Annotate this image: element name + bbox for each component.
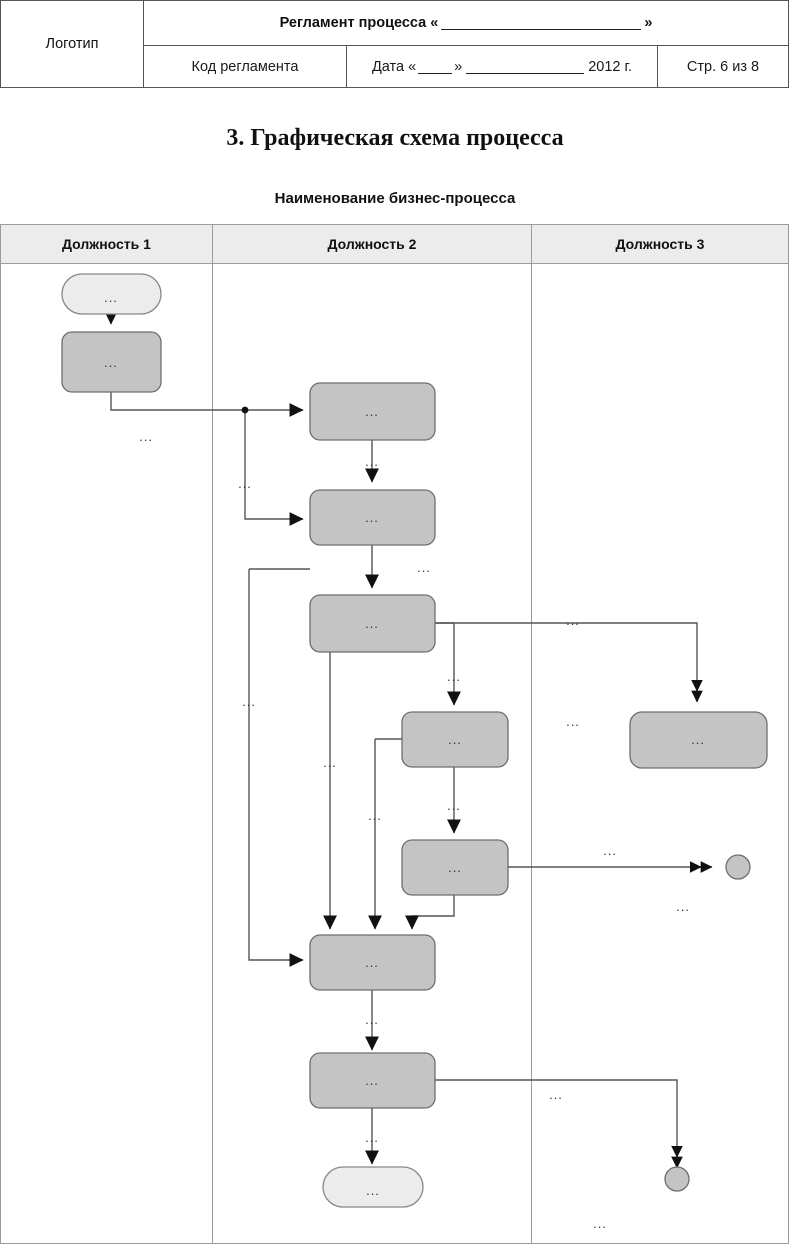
lane-title-1: Должность 1 [62, 236, 151, 252]
node-task-5-label: ... [448, 732, 462, 747]
connector-label-14: ... [365, 1012, 379, 1027]
date-cell: Дата « » 2012 г. [347, 46, 658, 87]
document-header-table: Логотип Регламент процесса « » Код регла… [0, 0, 789, 88]
date-day-blank-field[interactable] [418, 60, 453, 74]
date-year-label: 2012 г. [588, 58, 633, 75]
process-flow-diagram: ... ... ... ... ... ... .. [61, 273, 768, 1231]
connector-label-15: ... [365, 1130, 379, 1145]
date-quote-close: » [454, 58, 463, 75]
node-task-4[interactable]: ... [309, 594, 436, 653]
node-task-2[interactable]: ... [309, 382, 436, 441]
connector-label-3: ... [365, 454, 379, 469]
connector-task6-to-task8 [405, 895, 455, 930]
lane-title-2: Должность 2 [327, 236, 417, 252]
regulation-code-cell: Код регламента [144, 46, 347, 87]
connector-label-11: ... [447, 798, 461, 813]
connector-label-12: ... [603, 843, 617, 858]
node-start-event[interactable]: ... [61, 273, 162, 315]
node-task-1[interactable]: ... [61, 331, 162, 393]
date-prefix-label: Дата « [371, 58, 417, 75]
date-month-blank-field[interactable] [466, 60, 585, 74]
connector-label-2: ... [238, 476, 252, 491]
connector-label-7: ... [566, 714, 580, 729]
lane-divider-1 [212, 225, 213, 1243]
page-number-cell: Стр. 6 из 8 [658, 46, 788, 87]
node-layer: ... ... ... ... ... ... .. [61, 273, 768, 1208]
logo-label: Логотип [45, 36, 99, 52]
node-task-7-label: ... [691, 732, 705, 747]
connector-label-17: ... [593, 1216, 607, 1231]
connector-junction-to-task3 [244, 410, 304, 526]
node-task-6-label: ... [448, 860, 462, 875]
document-title-prefix: Регламент процесса « [279, 15, 439, 31]
page-number-label: Стр. 6 из 8 [686, 58, 760, 75]
node-end-event-inline[interactable] [725, 854, 751, 880]
connector-task9-to-end-bottom [435, 1079, 683, 1169]
connector-label-8: ... [242, 694, 256, 709]
node-task-5[interactable]: ... [401, 711, 509, 768]
connector-label-4: ... [417, 560, 431, 575]
connector-label-13: ... [676, 899, 690, 914]
business-process-name: Наименование бизнес-процесса [274, 190, 516, 207]
node-end-shape[interactable]: ... [322, 1166, 424, 1208]
node-start-event-label: ... [104, 290, 118, 305]
node-task-3-label: ... [365, 510, 379, 525]
document-title-blank-field[interactable] [441, 16, 642, 30]
node-task-1-label: ... [104, 355, 118, 370]
connector-task3-loop-to-task8 [248, 569, 304, 967]
connector-label-10: ... [368, 808, 382, 823]
node-task-4-label: ... [365, 616, 379, 631]
node-task-9-label: ... [365, 1073, 379, 1088]
section-title: 3. Графическая схема процесса [226, 125, 564, 151]
lane-header-band [1, 225, 788, 264]
node-task-8-label: ... [365, 955, 379, 970]
regulation-code-label: Код регламента [191, 58, 299, 75]
connector-junction-dot [241, 406, 249, 414]
connector-label-layer: ... ... ... ... ... ... ... ... ... ... … [139, 429, 690, 1231]
connector-task4-to-task5 [435, 622, 461, 706]
node-task-9[interactable]: ... [309, 1052, 436, 1109]
document-title-suffix: » [644, 15, 653, 31]
connector-label-9: ... [323, 755, 337, 770]
connector-task1-to-task2 [110, 392, 304, 417]
document-title-cell: Регламент процесса « » [144, 1, 788, 46]
node-end-event-bottom[interactable] [664, 1166, 690, 1192]
connector-label-5: ... [447, 669, 461, 684]
node-task-8[interactable]: ... [309, 934, 436, 991]
connector-layer [104, 310, 713, 1169]
node-task-2-label: ... [365, 404, 379, 419]
node-task-7[interactable]: ... [629, 711, 768, 769]
header-right-block: Регламент процесса « » Код регламента Да… [144, 1, 788, 87]
connector-label-16: ... [549, 1087, 563, 1102]
node-task-3[interactable]: ... [309, 489, 436, 546]
node-end-shape-label: ... [366, 1183, 380, 1198]
node-task-6[interactable]: ... [401, 839, 509, 896]
lane-title-3: Должность 3 [615, 236, 705, 252]
header-second-row: Код регламента Дата « » 2012 г. Стр. 6 и… [144, 46, 788, 87]
logo-cell: Логотип [1, 1, 144, 87]
connector-label-6: ... [566, 613, 580, 628]
lane-divider-2 [531, 225, 532, 1243]
connector-task4-to-task7 [435, 622, 703, 703]
connector-label-1: ... [139, 429, 153, 444]
